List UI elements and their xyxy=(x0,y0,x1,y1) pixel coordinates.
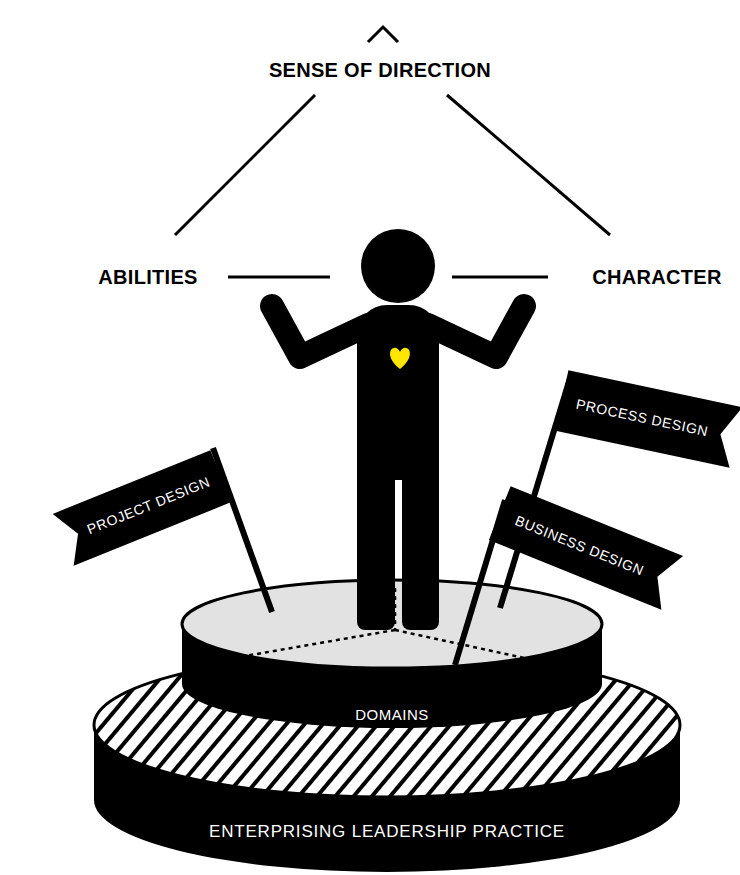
right-connector-line xyxy=(452,276,548,279)
person-left-arm xyxy=(272,306,368,357)
dashed-divider xyxy=(222,630,395,660)
apex-caret xyxy=(368,27,398,42)
person-right-arm xyxy=(428,306,524,357)
base-top-hatched xyxy=(94,653,680,797)
heading-label: ABILITIES xyxy=(98,266,197,289)
flag-banner xyxy=(555,370,740,468)
flag-node: PROJECT DESIGN xyxy=(53,450,232,566)
dashed-divider xyxy=(394,588,397,630)
heart-symbol xyxy=(390,348,410,369)
flag-pole xyxy=(213,448,272,612)
triangle-right-line xyxy=(447,95,610,235)
band-text: DOMAINS xyxy=(180,706,604,723)
left-connector-line xyxy=(228,276,330,279)
triangle-left-line xyxy=(175,95,315,235)
dashed-divider xyxy=(395,630,552,664)
flag-text: PROJECT DESIGN xyxy=(53,450,232,566)
heading-label: SENSE OF DIRECTION xyxy=(269,59,491,82)
person-right-leg xyxy=(402,440,439,630)
flag-text: PROCESS DESIGN xyxy=(555,370,740,468)
person-left-leg xyxy=(357,440,395,630)
person-head xyxy=(361,229,435,303)
band-text: ENTERPRISING LEADERSHIP PRACTICE xyxy=(90,822,684,842)
flag-banner xyxy=(53,450,232,566)
flag-node: PROCESS DESIGN xyxy=(555,370,740,468)
platform-top xyxy=(182,580,602,668)
heading-label: CHARACTER xyxy=(592,266,721,289)
